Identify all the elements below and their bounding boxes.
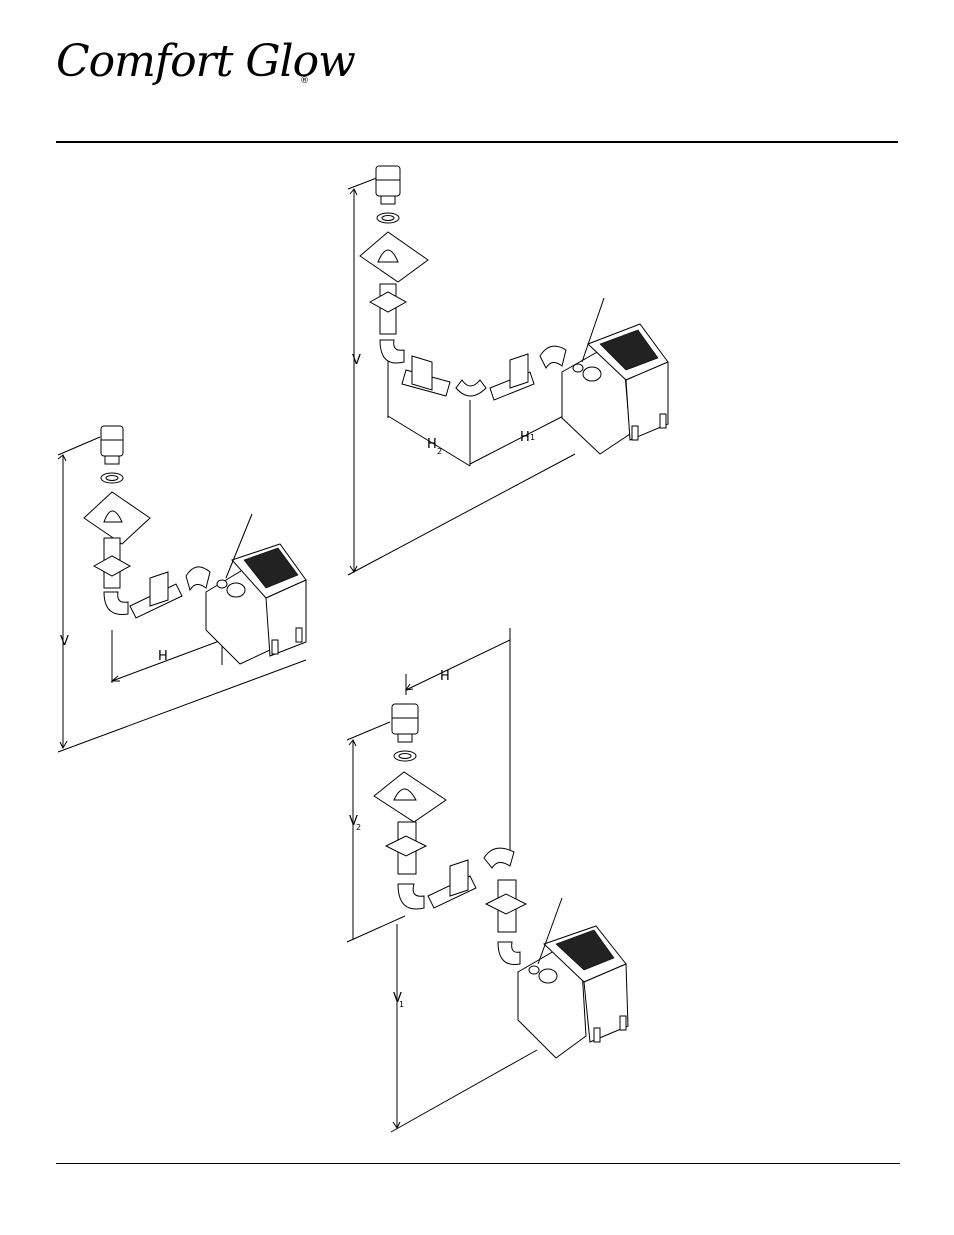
left-h-label: H [158,649,168,664]
top-h1-sub: 1 [530,433,535,442]
bottom-v2-sub: 2 [356,823,361,832]
footer-rule [56,1163,900,1164]
top-h1-label: H [520,430,530,445]
top-h2-label: H [427,437,437,452]
bottom-h-label: H [440,669,450,684]
figure-top-right: V H 2 H 1 [348,166,668,575]
bottom-v1-sub: 1 [399,1000,404,1009]
left-v-label: V [60,634,69,649]
figure-bottom-right: H V 2 V 1 [347,628,628,1132]
figure-left: V H [58,426,306,752]
top-h2-sub: 2 [437,447,442,456]
top-v-label: V [352,353,361,368]
